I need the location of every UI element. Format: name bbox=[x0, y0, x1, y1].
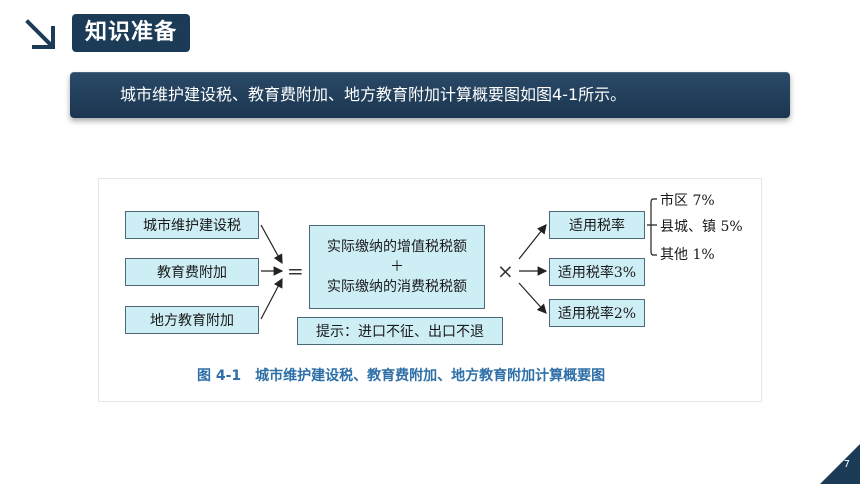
times-sign: × bbox=[497, 259, 514, 283]
tax-base-box: 实际缴纳的增值税税额 ＋ 实际缴纳的消费税税额 bbox=[309, 225, 485, 309]
page-number: 7 bbox=[843, 459, 850, 470]
rate-detail-other: 其他 1% bbox=[660, 247, 715, 263]
section-title: 知识准备 bbox=[72, 14, 190, 52]
input-box-urban-tax: 城市维护建设税 bbox=[125, 211, 259, 239]
corner-decoration bbox=[820, 444, 860, 484]
consumption-tax-label: 实际缴纳的消费税税额 bbox=[327, 279, 467, 295]
vat-amount-label: 实际缴纳的增值税税额 bbox=[327, 239, 467, 255]
input-box-education-surcharge: 教育费附加 bbox=[125, 258, 259, 286]
rate-box-urban: 适用税率 bbox=[549, 211, 645, 239]
rate-detail-city: 市区 7% bbox=[660, 193, 715, 209]
rate-box-3pct: 适用税率3% bbox=[549, 258, 645, 286]
arrow-rate-3 bbox=[518, 282, 547, 314]
equals-sign: = bbox=[287, 259, 304, 283]
intro-banner: 城市维护建设税、教育费附加、地方教育附加计算概要图如图4-1所示。 bbox=[70, 72, 790, 118]
arrow-rate-1 bbox=[518, 224, 547, 260]
arrow-input-3 bbox=[260, 277, 283, 320]
tax-diagram: 城市维护建设税 教育费附加 地方教育附加 = 实际缴纳的增值税税额 ＋ 实际缴纳… bbox=[98, 178, 762, 402]
connector-lines bbox=[260, 198, 657, 320]
hint-box: 提示：进口不征、出口不退 bbox=[297, 317, 503, 345]
input-box-local-education: 地方教育附加 bbox=[125, 306, 259, 334]
rate-detail-county: 县城、镇 5% bbox=[660, 219, 743, 235]
rate-bracket bbox=[647, 198, 657, 256]
arrow-down-right-icon bbox=[25, 19, 55, 49]
rate-box-2pct: 适用税率2% bbox=[549, 299, 645, 327]
figure-caption: 图 4-1 城市维护建设税、教育费附加、地方教育附加计算概要图 bbox=[197, 368, 606, 384]
plus-sign: ＋ bbox=[390, 259, 404, 275]
arrow-input-1 bbox=[260, 224, 283, 265]
